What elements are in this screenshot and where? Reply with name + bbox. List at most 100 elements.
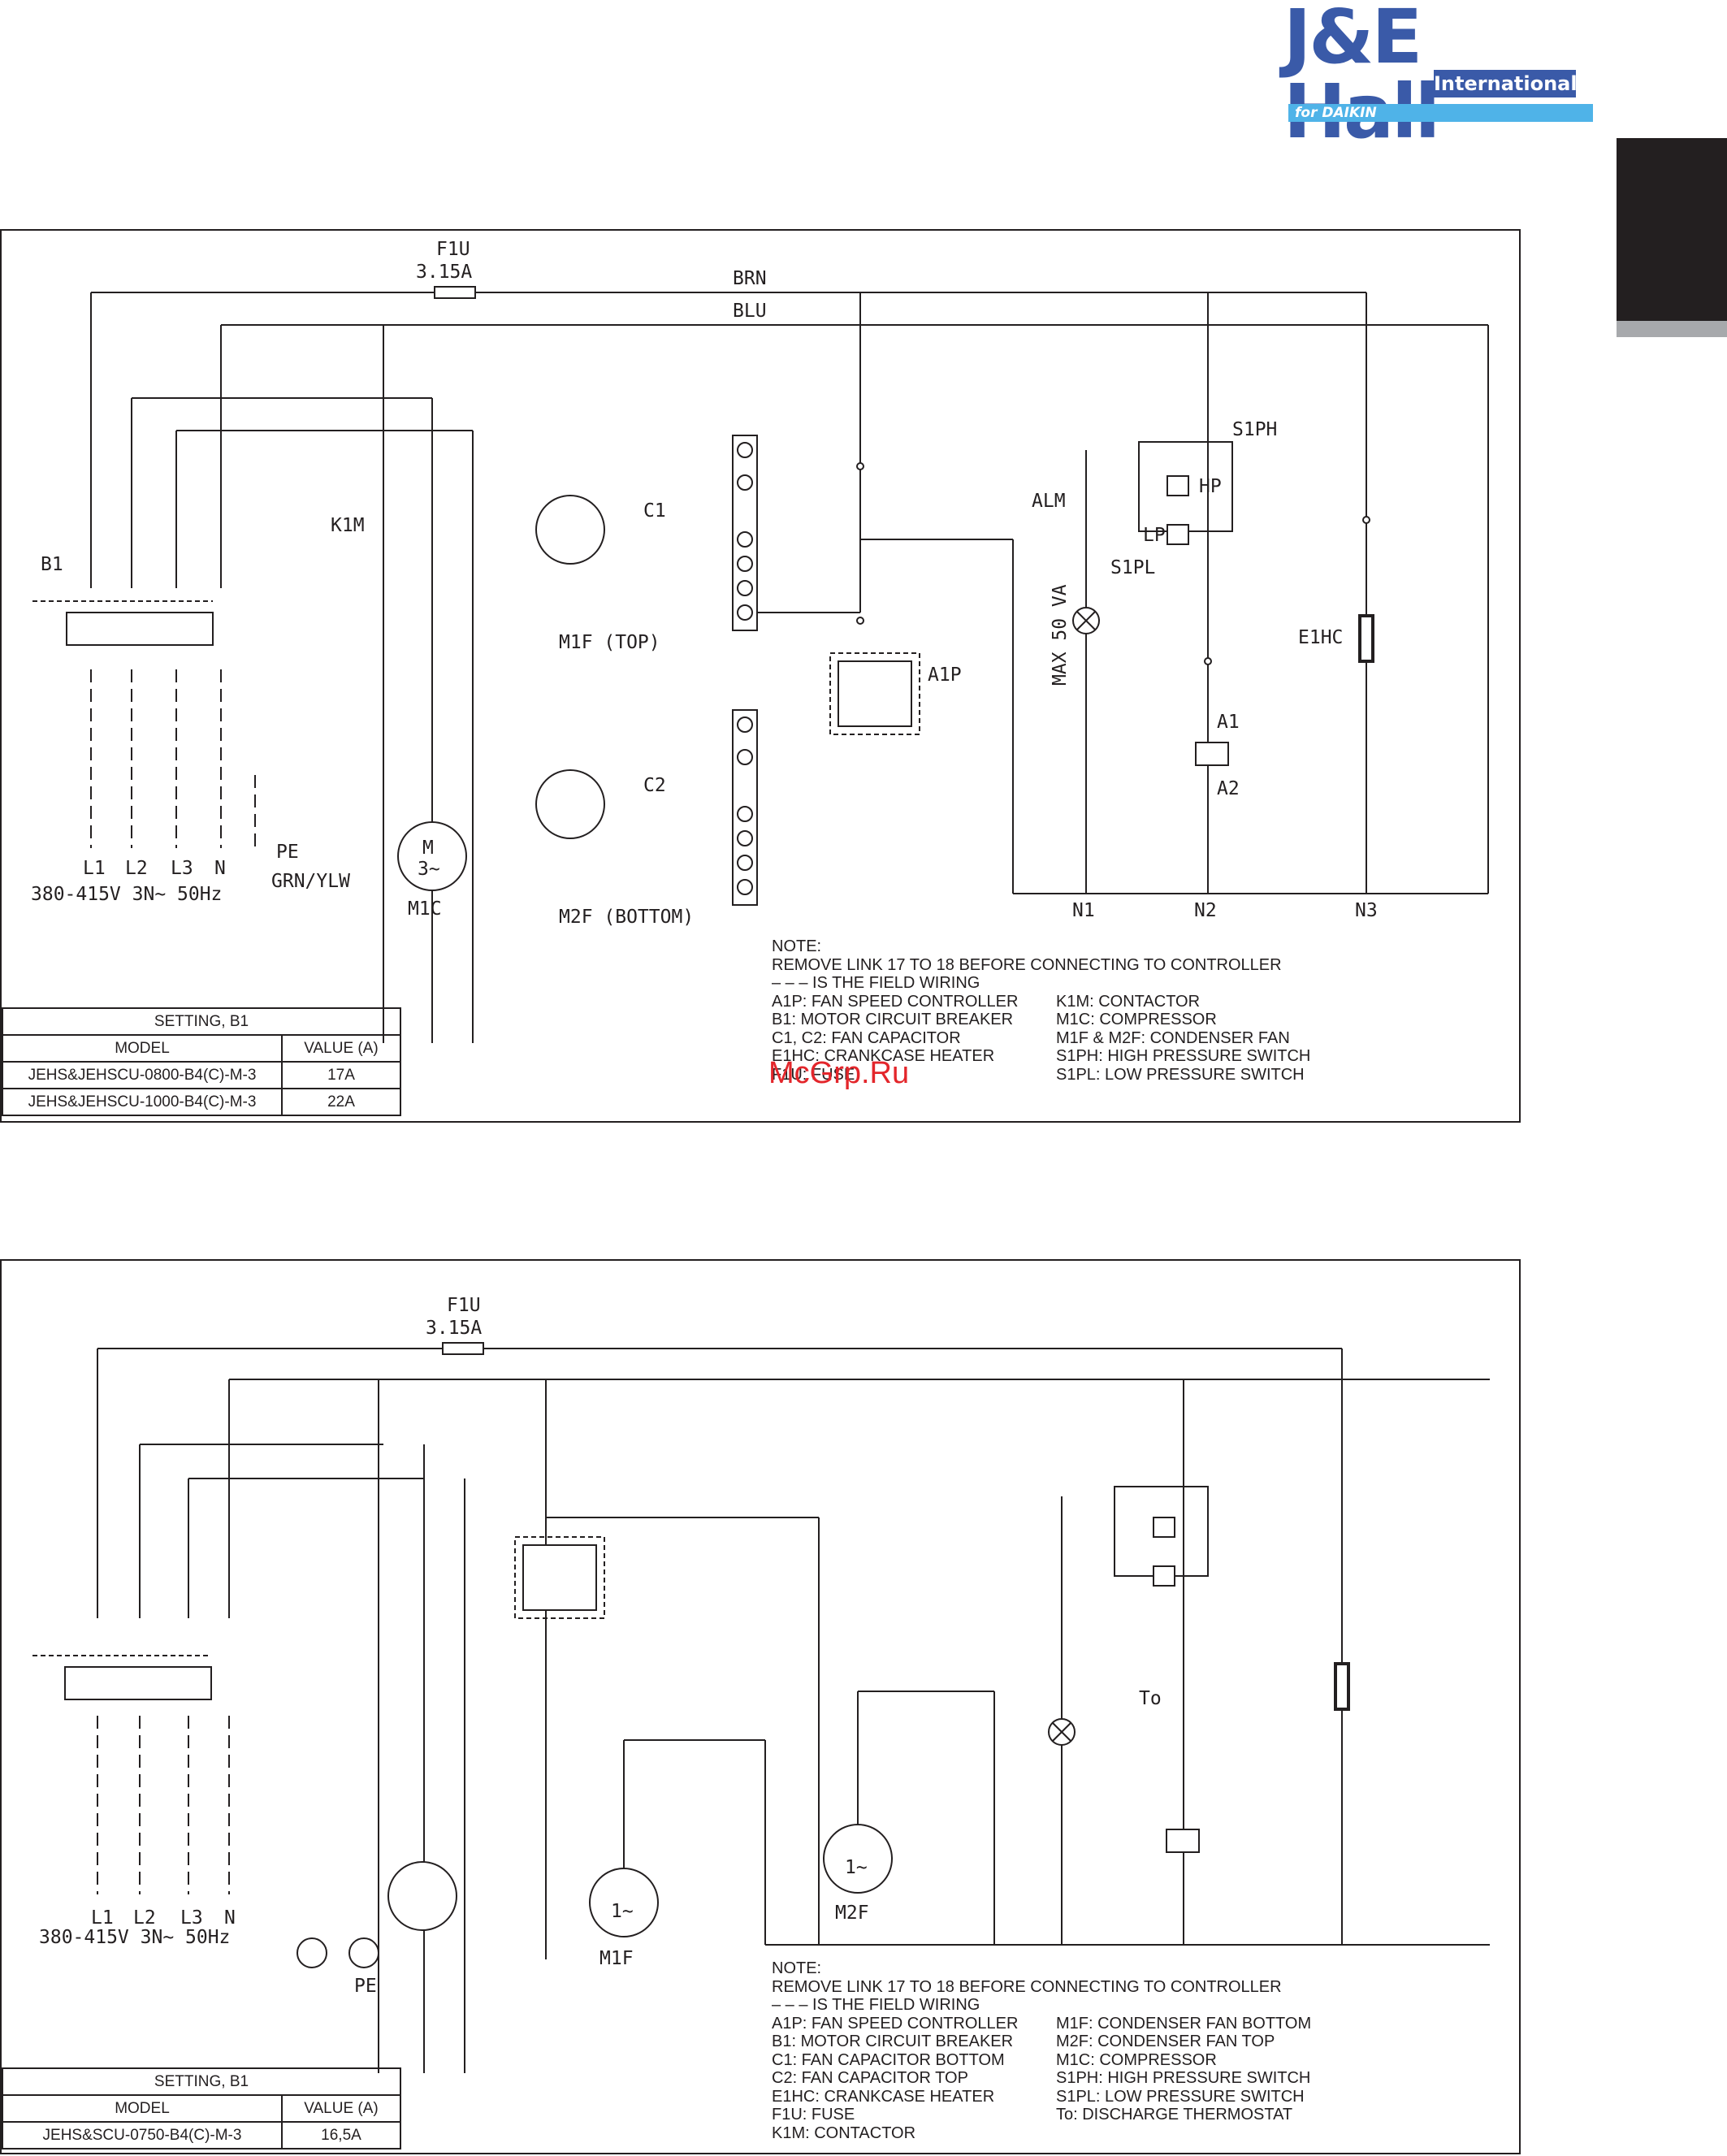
legend-item: S1PL: LOW PRESSURE SWITCH [1056,2087,1305,2106]
notes-line1: REMOVE LINK 17 TO 18 BEFORE CONNECTING T… [772,1977,1282,1996]
legend-item: To: DISCHARGE THERMOSTAT [1056,2106,1293,2124]
breaker-label: B1 [41,554,63,575]
thermostat-label: To [1139,1688,1162,1709]
model-cell: JEHS&SCU-0750-B4(C)-M-3 [2,2121,283,2150]
supply-l2: L2 [125,858,148,879]
model-cell: JEHS&JEHSCU-1000-B4(C)-M-3 [2,1088,283,1116]
legend-item: A1P: FAN SPEED CONTROLLER [772,992,1019,1011]
settings-header-value: VALUE (A) [281,1034,401,1063]
legend-item: M2F: CONDENSER FAN TOP [1056,2033,1275,2050]
wiring-diagram-1: M 3~ F1U 3.15A BRN BLU B1 L1 L2 [0,229,1521,1123]
fan1-label: M1F [599,1948,634,1969]
compressor-phase: 3~ [418,859,440,880]
alarm-label: ALM [1032,491,1066,512]
watermark: McGrp.Ru [768,1056,910,1090]
legend-item: M1F: CONDENSER FAN BOTTOM [1056,2014,1312,2033]
legend-item: F1U: FUSE [772,1065,855,1084]
legend-item: S1PH: HIGH PRESSURE SWITCH [1056,2069,1311,2087]
value-cell: 22A [281,1088,401,1116]
supply-l3: L3 [180,1907,203,1929]
neutral-n1: N1 [1072,900,1095,921]
supply-l1: L1 [91,1907,114,1929]
supply-n: N [224,1907,236,1929]
diagram1-notes: NOTE: REMOVE LINK 17 TO 18 BEFORE CONNEC… [772,937,1340,1084]
coil-a2: A2 [1217,778,1240,799]
value-cell: 17A [281,1061,401,1089]
settings-header-value: VALUE (A) [281,2094,401,2123]
notes-line1: REMOVE LINK 17 TO 18 BEFORE CONNECTING T… [772,955,1282,974]
legend-item: M1F & M2F: CONDENSER FAN [1056,1028,1290,1047]
pe-label: PE [276,842,299,863]
supply-l3: L3 [171,858,193,879]
notes-title: NOTE: [772,937,822,955]
brand-logo: J&E Hall International for DAIKIN [1283,0,1593,149]
compressor-label: M1C [408,898,442,920]
value-cell: 16,5A [281,2121,401,2150]
legend-item: C2: FAN CAPACITOR TOP [772,2069,968,2087]
bus-brn-label: BRN [733,268,767,289]
notes-line2: – – – IS THE FIELD WIRING [772,974,980,992]
supply-spec: 380-415V 3N~ 50Hz [39,1927,230,1948]
fuse-rating: 3.15A [426,1318,482,1339]
lp-label: LP [1143,525,1166,546]
alarm-rating: MAX 50 VA [1050,584,1071,686]
cap1-label: C1 [643,500,666,522]
fan2-phase: 1~ [845,1857,868,1878]
supply-l1: L1 [83,858,106,879]
coil-a1: A1 [1217,712,1240,733]
supply-n: N [214,858,226,879]
notes-title: NOTE: [772,1959,822,1977]
notes-line2: – – – IS THE FIELD WIRING [772,1996,980,2014]
logo-subtitle: International [1434,70,1578,97]
compressor-symbol: M [422,838,434,859]
heater-label: E1HC [1298,627,1343,648]
model-cell: JEHS&JEHSCU-0800-B4(C)-M-3 [2,1061,283,1089]
legend-item: B1: MOTOR CIRCUIT BREAKER [772,1011,1014,1028]
logo-tagline: for DAIKIN [1288,104,1593,122]
fan-top-label: M1F (TOP) [559,632,660,653]
wiring-diagram-2: F1U 3.15A L1 L2 L3 N 380-415V 3N~ 50Hz P… [0,1259,1521,2154]
legend-item: E1HC: CRANKCASE HEATER [772,1047,995,1065]
supply-spec: 380-415V 3N~ 50Hz [31,884,222,905]
fuse-label: F1U [447,1295,481,1316]
pe-label: PE [354,1976,377,1997]
legend-item: E1HC: CRANKCASE HEATER [772,2087,995,2106]
supply-l2: L2 [133,1907,156,1929]
notes-right-column: K1M: CONTACTOR M1C: COMPRESSOR M1F & M2F… [1056,993,1340,1084]
neutral-n2: N2 [1194,900,1217,921]
contactor-label: K1M [331,515,365,536]
legend-item: M1C: COMPRESSOR [1056,1011,1217,1028]
legend-item: B1: MOTOR CIRCUIT BREAKER [772,2033,1014,2050]
legend-item: F1U: FUSE [772,2106,855,2124]
legend-item: K1M: CONTACTOR [1056,992,1201,1011]
bus-blu-label: BLU [733,301,767,322]
fan1-phase: 1~ [611,1901,634,1922]
settings-title: SETTING, B1 [2,2067,401,2096]
legend-item: M1C: COMPRESSOR [1056,2050,1217,2069]
notes-right-column: M1F: CONDENSER FAN BOTTOM M2F: CONDENSER… [1056,2015,1340,2143]
legend-item: K1M: CONTACTOR [772,2124,916,2142]
fuse-label: F1U [436,239,470,260]
legend-item: A1P: FAN SPEED CONTROLLER [772,2014,1019,2033]
diagram2-notes: NOTE: REMOVE LINK 17 TO 18 BEFORE CONNEC… [772,1959,1340,2142]
cap2-label: C2 [643,775,666,796]
hp-label: HP [1199,476,1222,497]
settings-header-model: MODEL [2,1034,283,1063]
wiring-diagram-2-svg: F1U 3.15A L1 L2 L3 N 380-415V 3N~ 50Hz P… [32,1295,1490,2073]
section-tab-accent [1617,321,1727,337]
settings-header-model: MODEL [2,2094,283,2123]
notes-left-column: A1P: FAN SPEED CONTROLLER B1: MOTOR CIRC… [772,993,1056,1084]
fan-speed-label: A1P [928,665,962,686]
fuse-rating: 3.15A [416,262,472,283]
hp-switch-label: S1PH [1232,419,1277,440]
fan2-label: M2F [835,1903,869,1924]
section-tab [1617,138,1727,321]
wiring-diagram-1-svg: M 3~ F1U 3.15A BRN BLU B1 L1 L2 [31,239,1489,1043]
legend-item: S1PL: LOW PRESSURE SWITCH [1056,1065,1305,1084]
fan-bottom-label: M2F (BOTTOM) [559,907,694,928]
